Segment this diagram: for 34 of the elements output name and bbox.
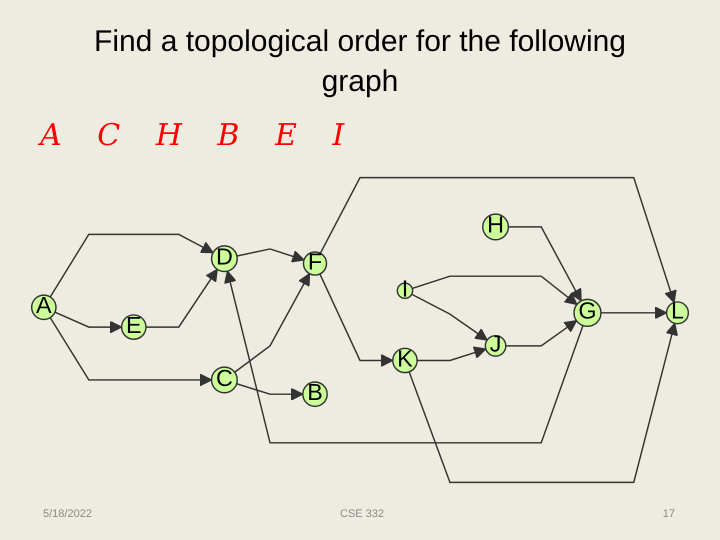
node-circle: E (120, 314, 147, 340)
arrow (320, 176, 677, 304)
node-circle: A (30, 294, 57, 320)
arrow (146, 268, 218, 328)
arrow (508, 226, 582, 302)
node-circle: G (573, 298, 602, 327)
footer-date: 5/18/2022 (43, 508, 92, 520)
node-circle: L (666, 301, 690, 324)
node-circle: J (484, 334, 507, 357)
arrow (236, 383, 304, 401)
arrow (234, 273, 310, 373)
arrow (224, 270, 584, 444)
arrow (50, 317, 212, 386)
page-number: 17 (662, 508, 675, 520)
arrow (319, 274, 394, 367)
arrow (600, 306, 668, 320)
arrow (408, 322, 678, 484)
arrow (54, 312, 122, 334)
handwritten-note: A C H B E I (40, 118, 344, 153)
node-circle: F (302, 251, 328, 276)
node-circle: H (482, 213, 510, 240)
node-circle: B (302, 381, 328, 408)
arrow (50, 234, 214, 298)
node-circle: I (396, 282, 414, 300)
node-circle: D (210, 245, 238, 272)
arrow (411, 294, 488, 341)
arrow (236, 248, 305, 263)
node-circle: C (210, 366, 238, 394)
arrow (417, 346, 486, 362)
node-circle: K (392, 348, 418, 374)
arrow (412, 275, 578, 306)
slide-title: Find a topological order for the following graph (93, 24, 627, 100)
footer-course: CSE 332 (340, 508, 384, 520)
arrow (506, 320, 578, 347)
